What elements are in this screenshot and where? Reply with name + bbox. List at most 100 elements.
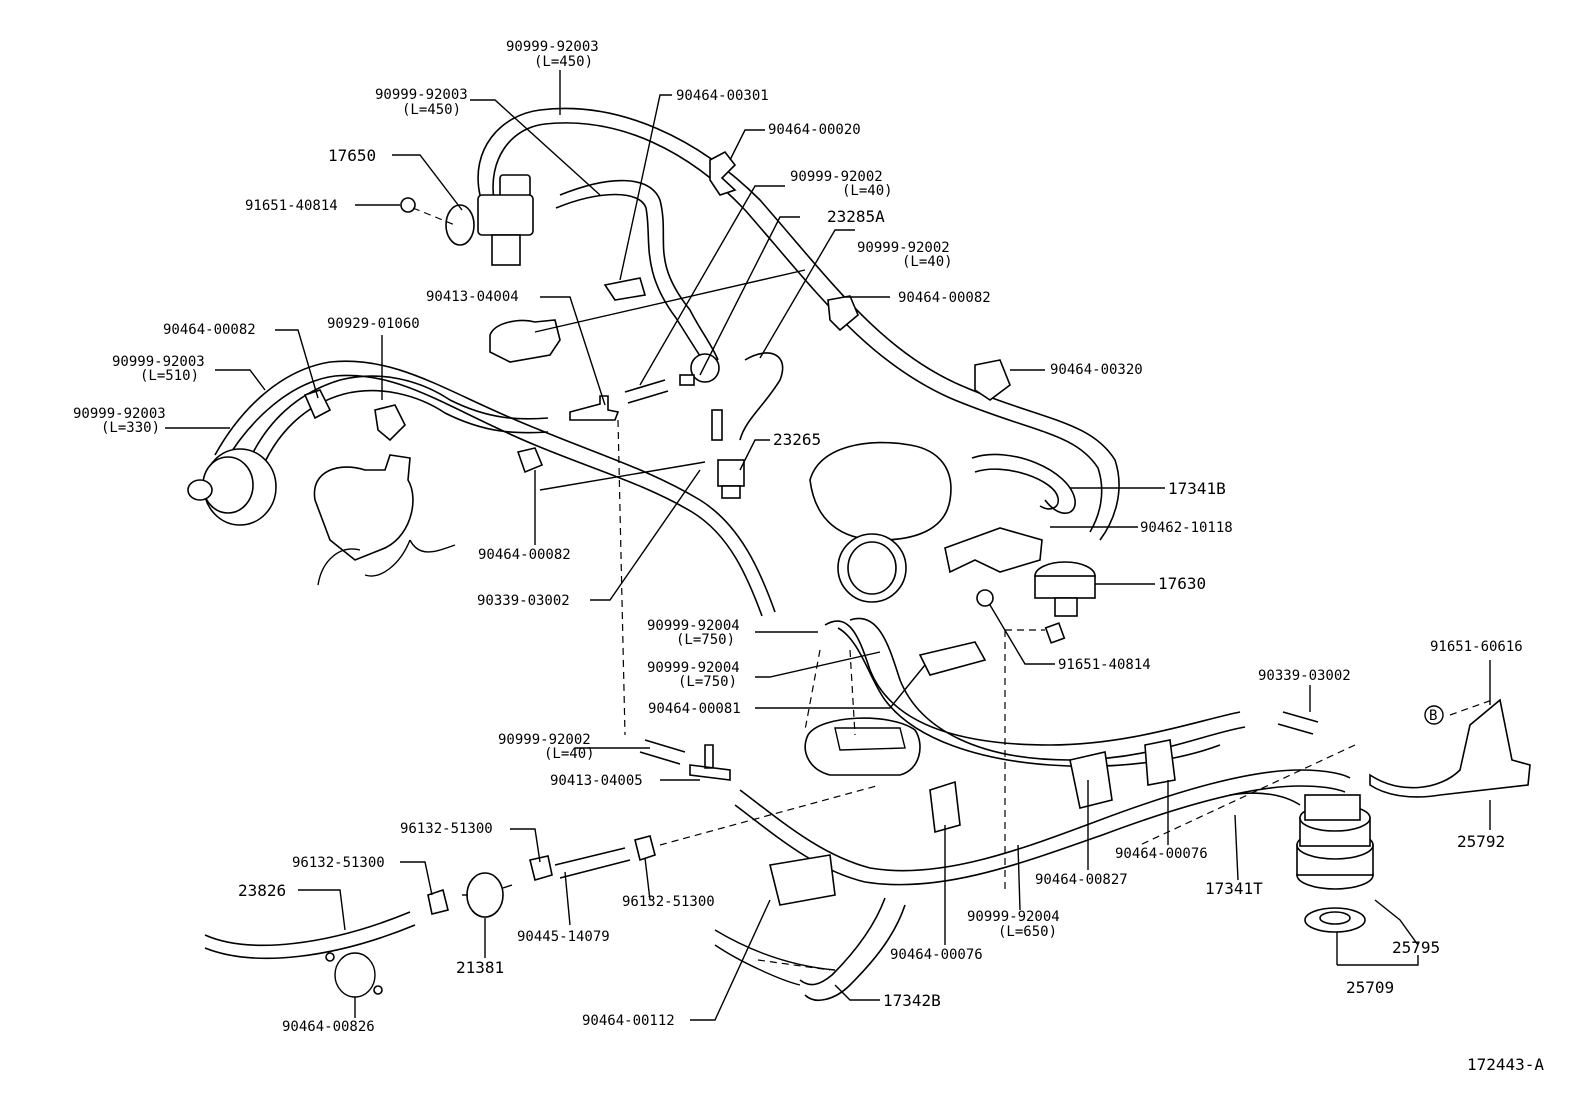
label-c18: 17341B (1168, 479, 1226, 498)
label-c9b: (L=40) (902, 254, 953, 270)
intake-outline-left (317, 539, 456, 586)
label-c6: 91651-40814 (245, 198, 338, 214)
canister-left (187, 448, 277, 526)
label-c34: 90464-00076 (1115, 846, 1208, 862)
label-c13: 90929-01060 (327, 316, 420, 332)
pipes-bottom (714, 929, 836, 986)
label-c39: 96132-51300 (622, 894, 715, 910)
label-c36: 90464-00827 (1035, 872, 1128, 888)
label-c20: 90464-00082 (478, 547, 571, 563)
label-c8: 23285A (827, 207, 885, 226)
hose-92004-b (849, 617, 1246, 761)
hose-mid-upper-inner (555, 193, 705, 363)
leaders (165, 70, 1491, 1021)
label-c43: 25795 (1392, 938, 1440, 957)
label-c29: B (1429, 708, 1437, 724)
label-c31: 90413-04005 (550, 773, 643, 789)
valve-17630 (1034, 561, 1096, 644)
hose-top-long-inner (492, 122, 1103, 533)
label-c33: 96132-51300 (400, 821, 493, 837)
label-c26: 90999-92004 (647, 660, 740, 676)
label-c23: 90999-92004 (647, 618, 740, 634)
hose-stub-b (639, 739, 686, 765)
label-c25: 91651-60616 (1430, 639, 1523, 655)
label-c15b: (L=330) (101, 420, 160, 436)
hose-23826-inner (204, 924, 416, 960)
label-c37: 17341T (1205, 879, 1263, 898)
diagram-id: 172443-A (1467, 1055, 1544, 1074)
label-c2b: (L=450) (402, 102, 461, 118)
hose-left-long (214, 360, 776, 613)
label-c27: 90339-03002 (1258, 668, 1351, 684)
label-c10: 90413-04004 (426, 289, 519, 305)
label-c30: 90999-92002 (498, 732, 591, 748)
hose-92004-a (824, 620, 1241, 746)
filter-21381 (462, 872, 513, 918)
hose-17342b (804, 904, 906, 1001)
label-c15: 90999-92003 (73, 406, 166, 422)
hose-17342b-inner (799, 897, 886, 986)
hose-90445 (554, 847, 631, 879)
label-c5: 17650 (328, 146, 376, 165)
label-c9: 90999-92002 (857, 240, 950, 256)
hose-left-short (244, 375, 549, 471)
label-c47: 17342B (883, 991, 941, 1010)
label-c32: 25792 (1457, 832, 1505, 851)
label-c19: 90462-10118 (1140, 520, 1233, 536)
canister-mid (804, 717, 921, 776)
pump-25795 (1296, 794, 1374, 890)
bracket-25792 (1369, 698, 1531, 798)
hose-23826 (204, 911, 411, 947)
label-c23b: (L=750) (676, 632, 735, 648)
labels: 90999-92003 (L=450) 90999-92003 (L=450) … (73, 39, 1544, 1074)
label-c48: 90464-00112 (582, 1013, 675, 1029)
hose-17341b-inner (974, 468, 1060, 510)
tee-90413-04004 (569, 395, 620, 421)
label-c7: 90999-92002 (790, 169, 883, 185)
filler-cap (489, 319, 561, 363)
label-c41: 90999-92004 (967, 909, 1060, 925)
label-c35: 96132-51300 (292, 855, 385, 871)
bolts (400, 197, 994, 607)
label-c30b: (L=40) (544, 746, 595, 762)
hose-stub-a (624, 379, 669, 404)
intake-line-2 (539, 461, 706, 491)
callout-b-circle (1424, 705, 1444, 725)
label-c14b: (L=510) (140, 368, 199, 384)
label-c46: 90464-00826 (282, 1019, 375, 1035)
label-c42: 90464-00076 (890, 947, 983, 963)
sensor-23265 (711, 409, 745, 499)
hose-mid-upper (559, 179, 719, 361)
dashed-lines (412, 207, 1493, 971)
label-c1: 90999-92003 (506, 39, 599, 55)
disc-25709 (1304, 907, 1366, 933)
hose-left-short-inner (257, 389, 549, 479)
tee-90413-04005 (689, 744, 731, 781)
label-c14: 90999-92003 (112, 354, 205, 370)
clamp-ring-00826 (325, 952, 383, 998)
label-c17: 23265 (773, 430, 821, 449)
label-c12: 90464-00082 (898, 290, 991, 306)
valve-23285a (679, 353, 720, 386)
label-c38: 23826 (238, 881, 286, 900)
label-c11: 90464-00082 (163, 322, 256, 338)
throttle-body (313, 454, 414, 561)
label-c28: 90464-00081 (648, 701, 741, 717)
label-c41b: (L=650) (998, 924, 1057, 940)
label-c40: 90445-14079 (517, 929, 610, 945)
label-c2: 90999-92003 (375, 87, 468, 103)
label-c16: 90464-00320 (1050, 362, 1143, 378)
hose-17341t-branch (1229, 792, 1301, 806)
hose-left-long-inner (224, 374, 763, 617)
bracket-90462 (944, 527, 1043, 574)
label-c26b: (L=750) (678, 674, 737, 690)
label-c4: 90464-00020 (768, 122, 861, 138)
label-c44: 21381 (456, 958, 504, 977)
hose-stub-c (1277, 711, 1319, 735)
air-cleaner (809, 441, 952, 603)
intake-line (534, 269, 806, 333)
hose-top-long (477, 107, 1120, 541)
vsv-17650 (445, 174, 534, 266)
label-c45: 25709 (1346, 978, 1394, 997)
